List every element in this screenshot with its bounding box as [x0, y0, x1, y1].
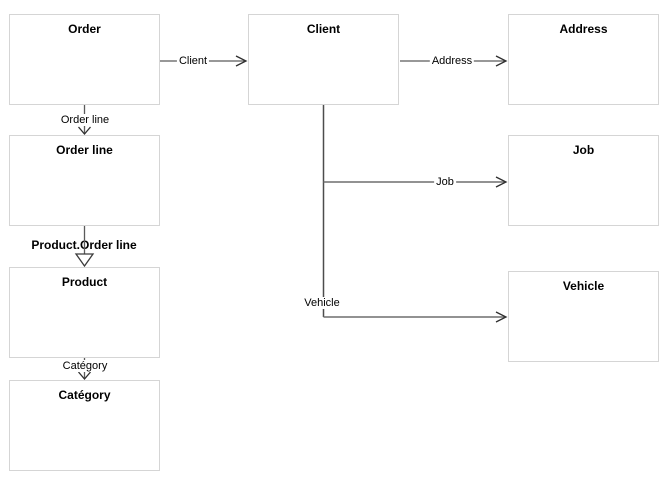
- node-category[interactable]: Catégory: [9, 380, 160, 471]
- node-order[interactable]: Order: [9, 14, 160, 105]
- node-client[interactable]: Client: [248, 14, 399, 105]
- edge-label-order-line: Order line: [58, 114, 112, 126]
- arrow-right-icon: [235, 55, 248, 67]
- arrow-down-icon: [78, 371, 91, 380]
- node-vehicle[interactable]: Vehicle: [508, 271, 659, 362]
- arrow-right-icon: [495, 55, 508, 67]
- connector-client-vehicle: [323, 311, 508, 323]
- node-address[interactable]: Address: [508, 14, 659, 105]
- arrow-down-icon: [78, 126, 91, 135]
- node-job[interactable]: Job: [508, 135, 659, 226]
- node-address-title: Address: [559, 22, 608, 36]
- edge-label-job: Job: [434, 176, 456, 188]
- node-order-line-title: Order line: [56, 143, 113, 157]
- node-order-line[interactable]: Order line: [9, 135, 160, 226]
- node-job-title: Job: [572, 143, 595, 157]
- hollow-triangle-arrow-icon: [74, 253, 95, 268]
- node-product[interactable]: Product: [9, 267, 160, 358]
- arrow-right-icon: [495, 176, 508, 188]
- edge-label-category: Catégory: [60, 360, 110, 372]
- node-category-title: Catégory: [58, 388, 111, 402]
- node-order-title: Order: [68, 22, 101, 36]
- node-vehicle-title: Vehicle: [562, 279, 605, 293]
- edge-label-vehicle: Vehicle: [302, 297, 342, 309]
- edge-label-address: Address: [429, 55, 475, 67]
- connector-client-job: [323, 176, 508, 188]
- node-product-title: Product: [61, 275, 108, 289]
- connector-orderline-product: [74, 226, 95, 268]
- edge-label-client: Client: [176, 55, 210, 67]
- node-client-title: Client: [306, 22, 341, 36]
- arrow-right-icon: [495, 311, 508, 323]
